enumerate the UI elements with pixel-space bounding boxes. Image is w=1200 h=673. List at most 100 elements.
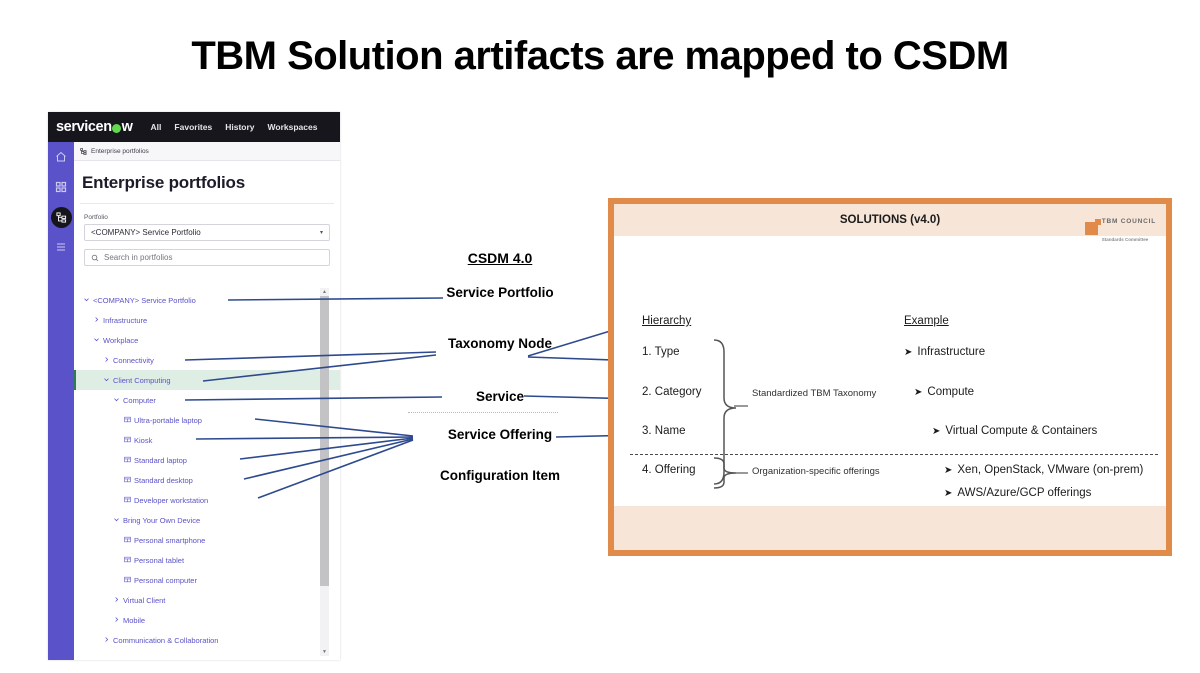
csdm-dotted-divider	[408, 412, 558, 413]
tree-leaf-icon	[122, 576, 132, 585]
scroll-down-arrow-icon[interactable]: ▼	[322, 649, 327, 655]
column-header-example: Example	[904, 315, 949, 327]
home-icon[interactable]	[48, 142, 74, 172]
tree-item[interactable]: Mobile	[74, 610, 340, 630]
tree-item-label: Ultra-portable laptop	[134, 415, 202, 425]
solutions-header: SOLUTIONS (v4.0) TBM COUNCIL Standards C…	[614, 204, 1166, 242]
tbm-logo-line1: TBM COUNCIL	[1101, 218, 1156, 225]
nav-link-history[interactable]: History	[225, 122, 255, 132]
arrow-bullet-icon: ➤	[904, 347, 913, 358]
tbm-council-logo: TBM COUNCIL Standards Committee	[1084, 210, 1156, 246]
enterprise-portfolios-heading: Enterprise portfolios	[82, 173, 245, 192]
search-icon	[91, 254, 99, 261]
tree-leaf-icon	[122, 436, 132, 445]
chevron-right-icon[interactable]	[92, 316, 101, 325]
tree-item-label: Virtual Client	[123, 595, 166, 605]
chevron-right-icon[interactable]	[112, 616, 121, 625]
chevron-right-icon[interactable]	[112, 596, 121, 605]
chevron-down-icon[interactable]	[92, 336, 101, 345]
chevron-right-icon[interactable]	[102, 356, 111, 365]
brace-label-standardized-taxonomy: Standardized TBM Taxonomy	[752, 388, 877, 399]
logo-text-post: w	[121, 119, 133, 135]
solutions-content: Hierarchy Example 1. Type 2. Category 3.…	[614, 236, 1166, 550]
chevron-down-icon[interactable]	[112, 516, 121, 525]
chevron-down-icon: ▾	[319, 230, 323, 236]
scroll-up-arrow-icon[interactable]: ▲	[322, 289, 327, 295]
csdm-label-service-offering: Service Offering	[447, 427, 553, 442]
chevron-right-icon[interactable]	[102, 636, 111, 645]
tree-item[interactable]: Infrastructure	[74, 310, 340, 330]
tree-item[interactable]: Ultra-portable laptop	[74, 410, 340, 430]
portfolio-form: Portfolio <COMPANY> Service Portfolio ▾ …	[74, 204, 340, 266]
csdm-heading: CSDM 4.0	[467, 250, 533, 266]
tree-item[interactable]: Standard desktop	[74, 470, 340, 490]
tree-item-label: Personal tablet	[134, 555, 185, 565]
hierarchy-item-name: 3. Name	[642, 425, 686, 437]
csdm-label-service-portfolio: Service Portfolio	[446, 285, 554, 300]
tree-item[interactable]: Personal computer	[74, 570, 340, 590]
solutions-title: SOLUTIONS (v4.0)	[839, 214, 941, 226]
arrow-bullet-icon: ➤	[944, 488, 953, 499]
chevron-down-icon[interactable]	[82, 296, 91, 305]
tree-item-label: Client Computing	[113, 375, 171, 385]
tree-leaf-icon	[122, 476, 132, 485]
tree-item[interactable]: Personal tablet	[74, 550, 340, 570]
solutions-dashed-divider	[630, 454, 1158, 455]
breadcrumb[interactable]: Enterprise portfolios	[74, 142, 340, 161]
example-aws-label: AWS/Azure/GCP offerings	[957, 487, 1092, 499]
tree-item[interactable]: Virtual Client	[74, 590, 340, 610]
hierarchy-item-category: 2. Category	[642, 386, 702, 398]
example-virtual-compute: ➤Virtual Compute & Containers	[932, 425, 1097, 437]
tree-item[interactable]: Connectivity	[74, 350, 340, 370]
tree-item[interactable]: Developer workstation	[74, 490, 340, 510]
tree-item-label: Kiosk	[134, 435, 153, 445]
solutions-bottom-band	[614, 506, 1166, 550]
tree-item[interactable]: Personal smartphone	[74, 530, 340, 550]
servicenow-nav-links: All Favorites History Workspaces	[151, 122, 318, 132]
brace-offerings-icon	[713, 457, 748, 489]
tree-item[interactable]: Workplace	[74, 330, 340, 350]
search-input[interactable]: Search in portfolios	[84, 249, 330, 266]
example-xen-openstack-vmware: ➤Xen, OpenStack, VMware (on-prem)	[944, 464, 1143, 476]
tree-item[interactable]: Client Computing	[74, 370, 340, 390]
tree-item-label: Connectivity	[113, 355, 154, 365]
tree-item-label: Computer	[123, 395, 156, 405]
tree-item-label: Standard laptop	[134, 455, 187, 465]
chevron-down-icon[interactable]	[102, 376, 111, 385]
tree-item-label: Workplace	[103, 335, 139, 345]
tree-item-label: Communication & Collaboration	[113, 635, 219, 645]
hierarchy-item-type: 1. Type	[642, 346, 680, 358]
arrow-bullet-icon: ➤	[914, 387, 923, 398]
tree-item[interactable]: Communication & Collaboration	[74, 630, 340, 650]
tree-item[interactable]: Computer	[74, 390, 340, 410]
scrollbar-thumb[interactable]	[320, 296, 329, 586]
list-icon[interactable]	[48, 232, 74, 262]
apps-grid-icon[interactable]	[48, 172, 74, 202]
hierarchy-icon-active-badge	[50, 206, 72, 228]
hierarchy-icon[interactable]	[48, 202, 74, 232]
tree-item-label: Bring Your Own Device	[123, 515, 201, 525]
tree-item[interactable]: Standard laptop	[74, 450, 340, 470]
example-aws-azure-gcp: ➤ AWS/Azure/GCP offerings	[944, 487, 1091, 499]
csdm-column: CSDM 4.0	[400, 250, 600, 266]
tree-item[interactable]: Bring Your Own Device	[74, 510, 340, 530]
tree-item[interactable]: <COMPANY> Service Portfolio	[74, 290, 340, 310]
tree-leaf-icon	[122, 456, 132, 465]
nav-link-workspaces[interactable]: Workspaces	[267, 122, 318, 132]
chevron-down-icon[interactable]	[112, 396, 121, 405]
tree-scrollbar[interactable]: ▲ ▼	[320, 288, 329, 656]
brace-label-org-specific-offerings: Organization-specific offerings	[752, 466, 880, 477]
brace-taxonomy-stem-icon	[734, 405, 748, 407]
tree-item-label: Standard desktop	[134, 475, 193, 485]
tree-item-label: <COMPANY> Service Portfolio	[93, 295, 196, 305]
example-virtual-compute-label: Virtual Compute & Containers	[945, 425, 1098, 437]
nav-link-favorites[interactable]: Favorites	[174, 122, 213, 132]
portfolio-select[interactable]: <COMPANY> Service Portfolio ▾	[84, 224, 330, 241]
tree-item[interactable]: Kiosk	[74, 430, 340, 450]
servicenow-left-rail	[48, 142, 74, 660]
tbm-logo-mark-icon	[1084, 218, 1101, 235]
nav-link-all[interactable]: All	[150, 122, 162, 132]
tree-item-label: Infrastructure	[103, 315, 148, 325]
